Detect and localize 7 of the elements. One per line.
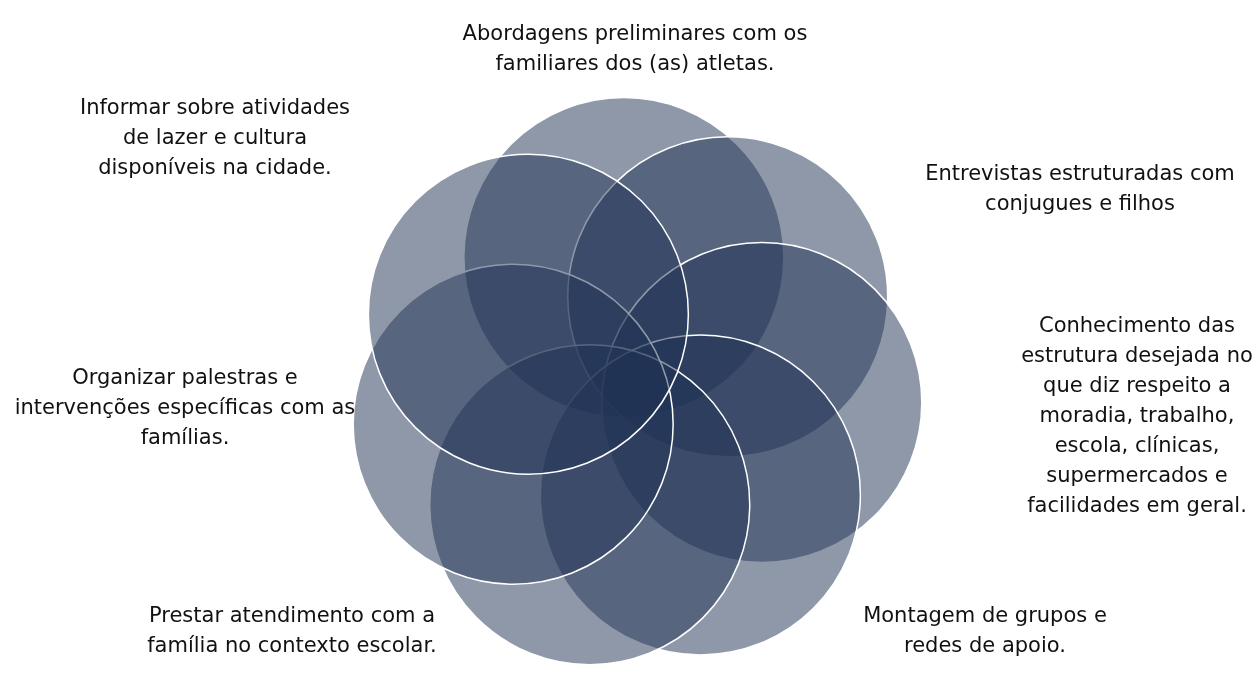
circle-label: Entrevistas estruturadas com conjugues e filhos xyxy=(924,160,1236,217)
circle-label: Conhecimento das estrutura desejada no que diz respeito a moradia, trabalho, escola, clínicas, supermercados e facilidades em geral. xyxy=(1020,312,1254,519)
circle-label: Abordagens preliminares com os familiares dos (as) atletas. xyxy=(461,20,809,77)
circle-label: Prestar atendimento com a família no contexto escolar. xyxy=(147,602,437,659)
circle-label: Organizar palestras e intervenções específicas com as famílias. xyxy=(13,364,357,451)
circle-label: Montagem de grupos e redes de apoio. xyxy=(862,602,1108,659)
circle-label: Informar sobre atividades de lazer e cultura disponíveis na cidade. xyxy=(78,94,352,181)
